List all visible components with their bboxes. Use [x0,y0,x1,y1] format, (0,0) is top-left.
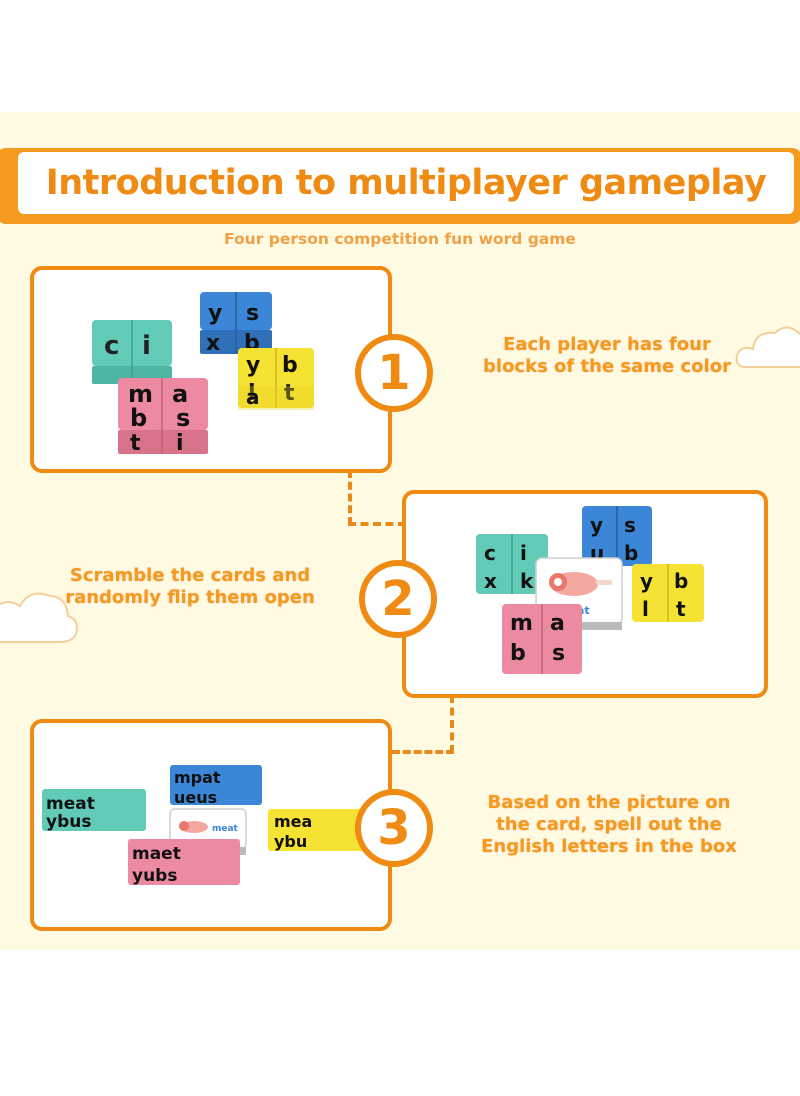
step-3-number-badge: 3 [355,789,433,867]
svg-text:s: s [624,513,636,537]
pink-blocks: m a b s t i [118,378,208,456]
title-banner-inner: Introduction to multiplayer gameplay [18,152,794,214]
teal-blocks: c i x k [476,534,548,594]
svg-text:b: b [624,541,638,565]
step-1-photo: c i y s x b y b l t a m [30,266,392,473]
svg-text:t: t [284,381,295,406]
step-2-photo: y s u b c i x k meat y [402,490,768,698]
connector-line [392,750,454,754]
blue-blocks: y s u b [582,506,652,566]
svg-text:i: i [176,431,184,456]
connector-line [348,470,352,525]
svg-text:b: b [674,569,688,593]
svg-text:b: b [282,353,298,378]
svg-text:l: l [248,381,256,406]
svg-text:y: y [590,513,603,537]
svg-text:y: y [246,353,260,378]
yellow-blocks: y b l t [632,564,704,622]
svg-text:s: s [176,404,190,432]
svg-text:i: i [142,331,151,361]
svg-text:b: b [130,404,147,432]
blue-blocks: y s x b [200,292,272,356]
step-2-blocks-illustration: y s u b c i x k meat y [476,506,704,674]
meat-icon [549,572,612,596]
step-1-description: Each player has four blocks of the same … [482,333,732,379]
meat-icon [179,821,208,833]
svg-text:s: s [552,641,565,666]
svg-text:yubs: yubs [132,866,177,886]
step-3-blocks-illustration: mpat ueus meat ybus meat mea ybu maet yu… [42,765,368,886]
svg-text:x: x [206,331,220,356]
svg-text:b: b [510,641,526,666]
svg-text:ybu: ybu [274,832,307,851]
svg-text:mea: mea [274,812,312,831]
svg-text:c: c [104,331,119,361]
svg-text:c: c [484,541,496,565]
svg-text:ueus: ueus [174,788,217,807]
svg-text:s: s [246,301,259,326]
svg-text:a: a [550,611,565,636]
svg-text:a: a [172,380,188,408]
svg-text:i: i [520,541,527,565]
svg-text:y: y [208,301,222,326]
cloud-icon [0,592,78,643]
svg-text:k: k [520,569,534,593]
pink-blocks: m a b s [502,604,582,674]
teal-blocks: c i [92,320,172,384]
page-subtitle: Four person competition fun word game [224,230,576,248]
title-banner: Introduction to multiplayer gameplay [0,148,800,224]
cloud-icon [735,326,800,368]
step-1-number-badge: 1 [355,334,433,412]
svg-text:l: l [642,597,649,621]
svg-text:t: t [676,597,686,621]
svg-text:maet: maet [132,844,181,864]
svg-text:m: m [510,611,533,636]
yellow-blocks: y b l t a [238,348,314,410]
step-2-number: 2 [381,571,415,627]
page-title: Introduction to multiplayer gameplay [45,163,767,203]
step-3-number: 3 [377,800,411,856]
svg-text:meat: meat [212,824,239,834]
svg-text:y: y [640,569,653,593]
blue-blocks: mpat ueus [170,765,262,807]
step-1-number: 1 [377,345,411,401]
step-2-number-badge: 2 [359,560,437,638]
svg-text:t: t [130,431,141,456]
teal-blocks: meat ybus [42,789,146,832]
step-3-description: Based on the picture on the card, spell … [480,791,738,859]
step-3-photo: mpat ueus meat ybus meat mea ybu maet yu… [30,719,392,931]
svg-text:ybus: ybus [46,812,91,832]
svg-text:a: a [246,385,260,409]
connector-line [450,695,454,753]
svg-text:mpat: mpat [174,768,221,787]
svg-text:m: m [128,380,153,408]
pink-blocks: maet yubs [128,839,240,886]
svg-text:x: x [484,569,497,593]
yellow-blocks: mea ybu [268,809,368,851]
step-2-description: Scramble the cards and randomly flip the… [64,564,316,610]
connector-line [348,522,406,526]
svg-text:meat: meat [46,794,95,814]
step-1-blocks-illustration: c i y s x b y b l t a m [92,292,314,456]
